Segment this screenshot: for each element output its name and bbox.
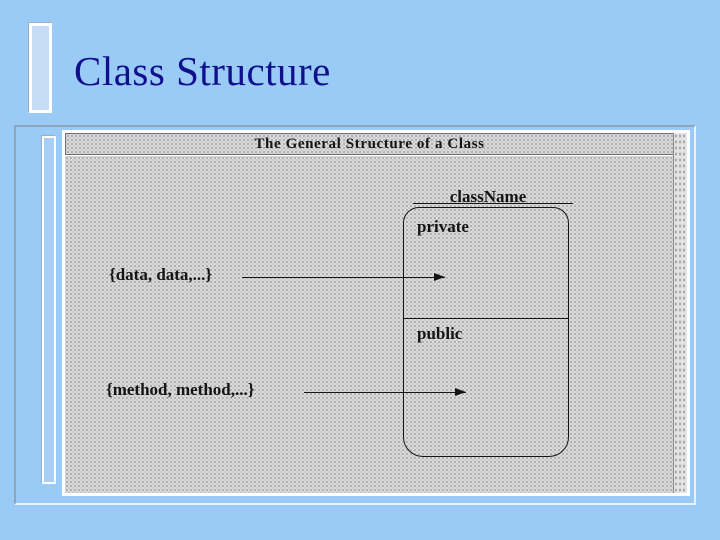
data-annotation: {data, data,...} [109, 265, 213, 284]
method-arrow [304, 388, 466, 396]
figure-heading-text: The General Structure of a Class [254, 136, 485, 152]
arrow-head-icon [434, 273, 445, 281]
public-section-label: public [417, 324, 463, 343]
figure-canvas: className private public {data, data,...… [65, 156, 674, 493]
class-name-label: className [449, 187, 527, 206]
private-section-label: private [417, 217, 469, 236]
data-arrow [242, 273, 445, 281]
method-annotation: {method, method,...} [106, 380, 255, 399]
class-box: private public [403, 207, 569, 457]
panel-accent-bar [42, 136, 56, 484]
section-divider [404, 318, 568, 319]
title-accent-bar [29, 23, 52, 113]
class-name-underline [413, 203, 573, 204]
arrow-head-icon [455, 388, 466, 396]
embedded-figure: The General Structure of a Class classNa… [62, 130, 690, 496]
figure-right-strip [673, 133, 687, 493]
slide-title: Class Structure [74, 48, 331, 94]
figure-heading: The General Structure of a Class [65, 133, 674, 155]
content-panel: The General Structure of a Class classNa… [14, 125, 696, 505]
